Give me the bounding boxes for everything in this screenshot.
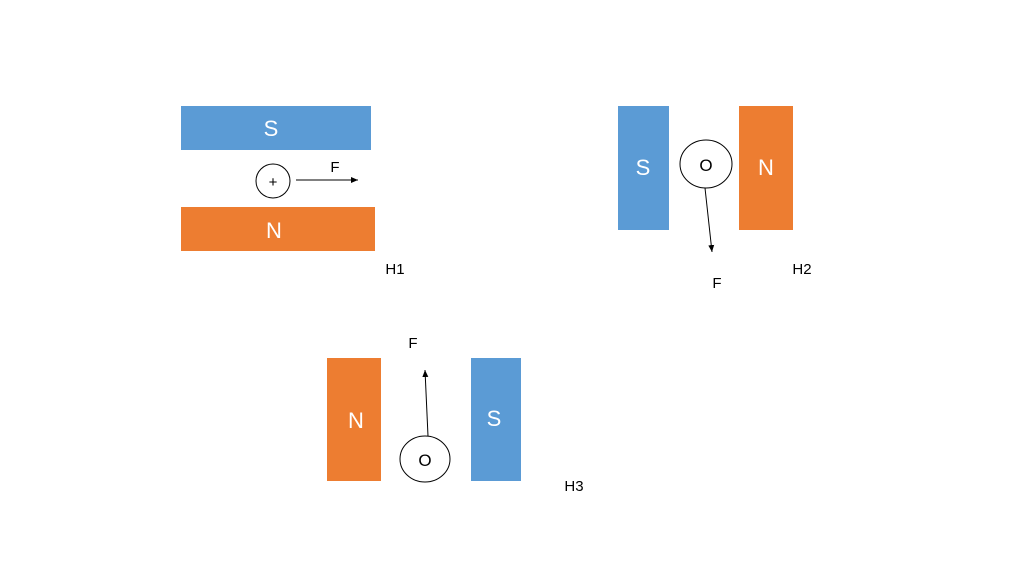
h3-wire-current-symbol: O — [418, 451, 431, 470]
h2-figure-label: H2 — [792, 261, 811, 278]
h2-left-magnet-label: S — [636, 155, 651, 180]
h1-force-label: F — [330, 159, 339, 176]
h2-right-magnet-label: N — [758, 155, 774, 180]
h1-wire-current-symbol: + — [269, 174, 278, 191]
h2-left-magnet — [618, 106, 669, 230]
figure-h2: S N O F H2 — [618, 106, 812, 292]
h1-top-magnet-label: S — [264, 116, 279, 141]
h2-force-label: F — [712, 275, 721, 292]
h1-wire-circle — [255, 163, 291, 199]
h3-left-magnet-label: N — [348, 408, 364, 433]
h3-right-magnet — [471, 358, 521, 481]
h3-figure-label: H3 — [564, 478, 583, 495]
h3-force-label: F — [408, 335, 417, 352]
h3-force-arrow — [422, 369, 429, 437]
h1-top-magnet — [181, 106, 371, 150]
h3-wire-circle — [399, 435, 451, 483]
h1-bottom-magnet — [181, 207, 375, 251]
h2-right-magnet — [739, 106, 793, 230]
figure-h3: N S O F H3 — [327, 335, 584, 495]
h1-figure-label: H1 — [385, 261, 404, 278]
h1-bottom-magnet-label: N — [266, 218, 282, 243]
h3-right-magnet-label: S — [487, 406, 502, 431]
h2-wire-circle — [679, 139, 733, 189]
h2-wire-current-symbol: O — [699, 156, 712, 175]
figure-h1: S N + F H1 — [181, 106, 405, 278]
h2-force-arrow — [704, 187, 715, 253]
h3-left-magnet — [327, 358, 381, 481]
